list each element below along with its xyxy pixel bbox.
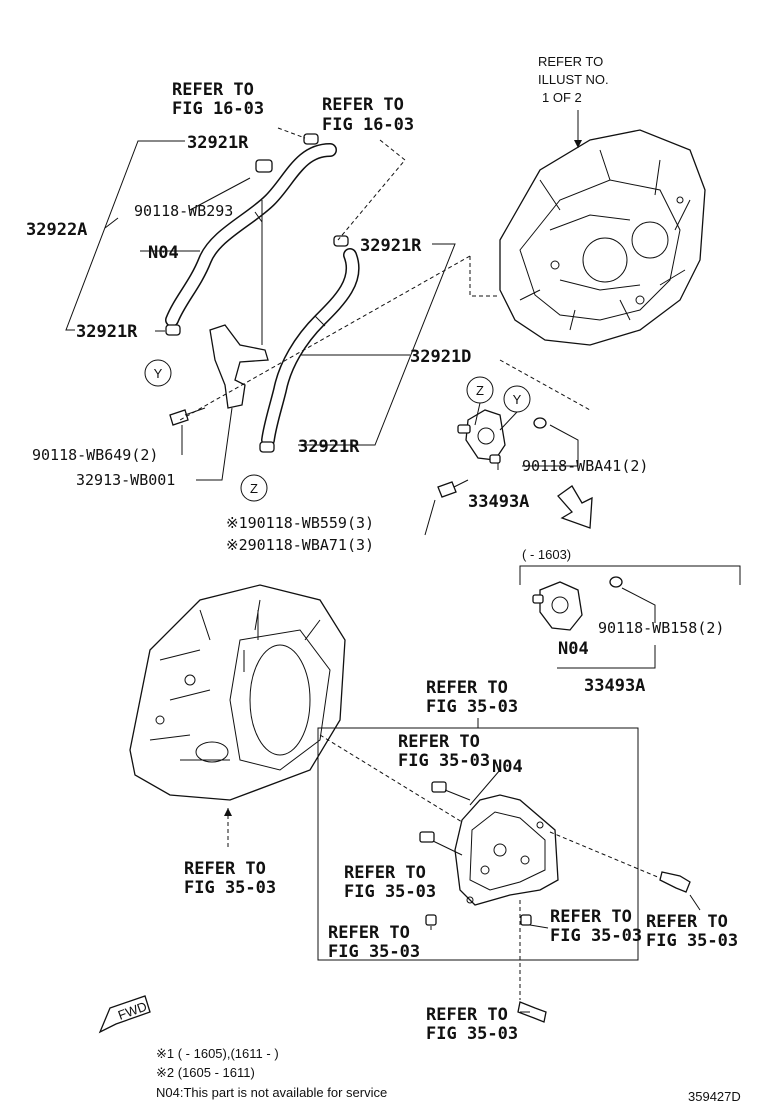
refer-illust-label: REFER TO <box>538 54 603 69</box>
refer-fig-35-label: REFER TO <box>426 1005 508 1025</box>
refer-fig-16-label: FIG 16-03 <box>172 99 264 119</box>
part-number: ※290118-WBA71(3) <box>226 536 374 554</box>
callout-Z: Z <box>250 481 258 496</box>
plug-icon <box>520 914 532 926</box>
callout-Y: Y <box>154 366 163 381</box>
refer-fig-16-label: REFER TO <box>322 95 404 115</box>
refer-fig-35-label: FIG 35-03 <box>646 931 738 951</box>
hose-32921D <box>261 248 360 447</box>
bolt-icon <box>169 407 206 426</box>
part-number: N04 <box>558 639 589 659</box>
part-number: 90118-WB293 <box>134 202 233 220</box>
part-number: 32921R <box>298 437 360 457</box>
date-range-label: ( - 1603) <box>522 547 571 562</box>
part-number: 90118-WB158(2) <box>598 619 724 637</box>
hose-32922A <box>165 143 337 327</box>
clamp-icon <box>259 441 275 453</box>
refer-fig-35-label: FIG 35-03 <box>184 878 276 898</box>
refer-fig-35-label: REFER TO <box>328 923 410 943</box>
clamp-icon <box>255 159 273 173</box>
clamp-icon <box>333 235 349 247</box>
refer-fig-35-label: REFER TO <box>344 863 426 883</box>
callout-Y: Y <box>513 392 522 407</box>
refer-fig-35-label: FIG 35-03 <box>344 882 436 902</box>
arrow-down-right-icon <box>557 485 593 529</box>
bolt-icon <box>437 479 469 498</box>
clamp-icon <box>303 133 319 145</box>
refer-fig-35-label: FIG 35-03 <box>328 942 420 962</box>
clamp-icon <box>165 324 181 336</box>
part-number: N04 <box>492 757 523 777</box>
dowel-pin-icon <box>431 781 447 793</box>
diagram-id: 359427D <box>688 1089 741 1104</box>
transaxle-case-bottom <box>129 584 346 801</box>
refer-fig-35-label: REFER TO <box>184 859 266 879</box>
part-number: 90118-WB649(2) <box>32 446 158 464</box>
oil-cooler-33493A <box>457 409 547 464</box>
part-number: 32921R <box>187 133 249 153</box>
refer-fig-35-label: FIG 35-03 <box>426 1024 518 1044</box>
part-number: 33493A <box>584 676 645 696</box>
part-number: N04 <box>148 243 179 263</box>
bracket-32913 <box>209 200 269 409</box>
bolt-icon <box>659 871 691 893</box>
part-number: 32913-WB001 <box>76 471 175 489</box>
refer-fig-35-label: FIG 35-03 <box>550 926 642 946</box>
part-number: 32922A <box>26 220 87 240</box>
fwd-arrow-icon: FWD <box>98 995 151 1034</box>
plug-icon <box>425 914 437 926</box>
refer-fig-35-label: REFER TO <box>426 678 508 698</box>
refer-fig-35-label: REFER TO <box>646 912 728 932</box>
refer-fig-35-label: REFER TO <box>550 907 632 927</box>
transaxle-cover <box>454 794 559 906</box>
refer-illust-label: ILLUST NO. <box>538 72 609 87</box>
refer-fig-35-label: FIG 35-03 <box>426 697 518 717</box>
refer-fig-16-label: FIG 16-03 <box>322 115 414 135</box>
bolt-icon <box>517 1001 547 1023</box>
part-number: ※190118-WB559(3) <box>226 514 374 532</box>
refer-fig-35-label: FIG 35-03 <box>398 751 490 771</box>
transaxle-case-top <box>499 129 706 346</box>
fwd-label: FWD <box>116 999 149 1023</box>
refer-fig-16-label: REFER TO <box>172 80 254 100</box>
oil-cooler-33493A-old <box>532 576 623 631</box>
dowel-pin-icon <box>419 831 435 843</box>
part-number: 32921R <box>76 322 138 342</box>
note-2: ※2 (1605 - 1611) <box>156 1065 255 1080</box>
note-3: N04:This part is not available for servi… <box>156 1085 387 1100</box>
part-number: 90118-WBA41(2) <box>522 457 648 475</box>
part-number: 32921R <box>360 236 422 256</box>
callout-Z: Z <box>476 383 484 398</box>
refer-illust-label: 1 OF 2 <box>542 90 582 105</box>
part-number: 33493A <box>468 492 529 512</box>
refer-fig-35-label: REFER TO <box>398 732 480 752</box>
part-number: 32921D <box>410 347 471 367</box>
note-1: ※1 ( - 1605),(1611 - ) <box>156 1046 279 1061</box>
